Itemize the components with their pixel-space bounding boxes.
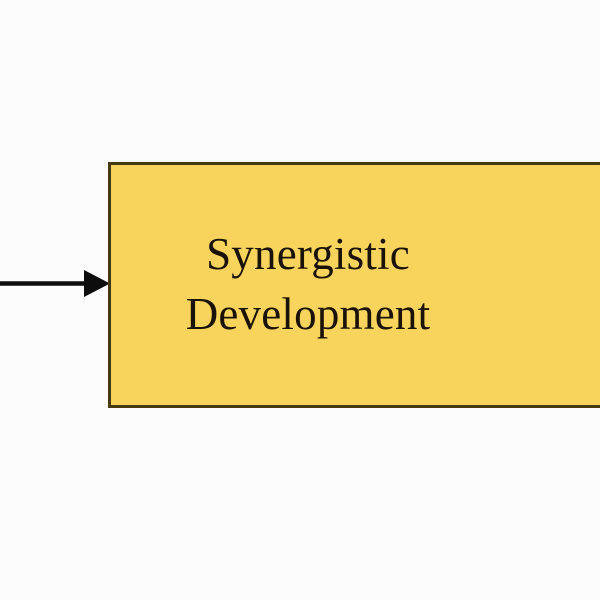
process-box-label: Synergistic Development — [186, 225, 551, 345]
incoming-arrow — [0, 262, 112, 306]
arrow-svg — [0, 270, 110, 297]
arrowhead-icon — [84, 270, 110, 297]
process-box-label-line-2: Development — [185, 289, 431, 339]
process-box-label-line-1: Synergistic — [206, 229, 410, 280]
process-box-synergistic-development[interactable]: Synergistic Development — [108, 162, 600, 408]
